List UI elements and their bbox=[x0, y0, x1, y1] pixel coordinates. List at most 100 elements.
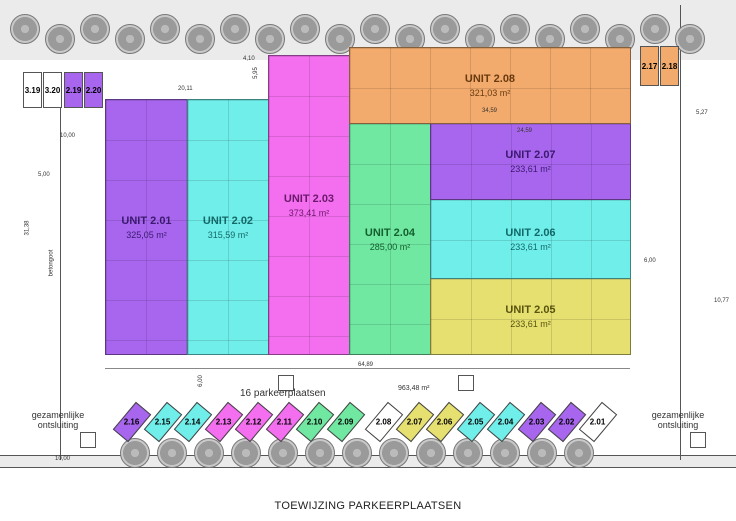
parking-slot-2-11[interactable]: 2.11 bbox=[265, 401, 304, 443]
site-boundary bbox=[60, 90, 61, 460]
tree-icon bbox=[490, 438, 520, 468]
slot-label: 2.08 bbox=[376, 417, 392, 427]
slot-label: 2.16 bbox=[124, 417, 140, 427]
dimension-label: 64,89 bbox=[358, 362, 374, 368]
slot-label: 2.02 bbox=[559, 417, 575, 427]
slot-label: 2.13 bbox=[215, 417, 232, 427]
unit-name: UNIT 2.06 bbox=[505, 226, 556, 239]
dimension-label: 20,11 bbox=[178, 86, 193, 92]
slot-label: 2.19 bbox=[65, 85, 82, 95]
parking-slot-2-08[interactable]: 2.08 bbox=[364, 401, 404, 443]
unit-name: UNIT 2.07 bbox=[505, 149, 556, 161]
parking-slot-3-20[interactable]: 3.20 bbox=[43, 72, 62, 108]
parking-slot-2-04[interactable]: 2.04 bbox=[486, 401, 526, 443]
slot-label: 2.18 bbox=[661, 61, 678, 71]
parking-slot-2-12[interactable]: 2.12 bbox=[234, 401, 274, 443]
unit-area: 233,61 m² bbox=[510, 241, 551, 252]
dimension-label: 5,95 bbox=[252, 67, 259, 79]
slot-label: 2.04 bbox=[498, 417, 514, 427]
page-title: TOEWIJZING PARKEERPLAATSEN bbox=[274, 500, 462, 512]
tree-icon bbox=[120, 438, 150, 468]
parking-slot-2-14[interactable]: 2.14 bbox=[173, 401, 213, 443]
parking-slot-2-10[interactable]: 2.10 bbox=[295, 401, 335, 443]
parking-slot-2-20[interactable]: 2.20 bbox=[84, 72, 103, 108]
parking-slot-2-13[interactable]: 2.13 bbox=[204, 401, 243, 443]
parking-slot-2-03[interactable]: 2.03 bbox=[517, 401, 556, 443]
tree-icon bbox=[10, 14, 40, 44]
dimension-label: 6,00 bbox=[644, 258, 656, 264]
tree-icon bbox=[231, 438, 261, 468]
unit-2-06[interactable]: UNIT 2.06 233,61 m² bbox=[430, 199, 631, 279]
tree-icon bbox=[453, 438, 483, 468]
parking-slot-2-05[interactable]: 2.05 bbox=[456, 401, 495, 443]
parking-slot-2-16[interactable]: 2.16 bbox=[112, 401, 152, 443]
tree-icon bbox=[675, 24, 705, 54]
parking-slot-2-18[interactable]: 2.18 bbox=[660, 46, 679, 86]
tree-icon bbox=[379, 438, 409, 468]
parking-slot-2-19[interactable]: 2.19 bbox=[64, 72, 83, 108]
tree-icon bbox=[268, 438, 298, 468]
slot-label: 2.12 bbox=[246, 417, 262, 427]
dimension-label: 10,77 bbox=[714, 298, 730, 304]
dimension-line bbox=[105, 368, 630, 369]
unit-name: UNIT 2.03 bbox=[283, 192, 335, 205]
unit-2-07[interactable]: UNIT 2.07 233,61 m² bbox=[430, 123, 631, 200]
dimension-label: 5,00 bbox=[38, 172, 50, 178]
tree-icon bbox=[360, 14, 390, 44]
parking-slot-2-06[interactable]: 2.06 bbox=[425, 401, 465, 443]
tree-icon bbox=[115, 24, 145, 54]
tree-icon bbox=[640, 14, 670, 44]
unit-area: 373,41 m² bbox=[288, 207, 330, 218]
tree-icon bbox=[150, 14, 180, 44]
slot-label: 2.06 bbox=[437, 417, 453, 427]
slot-label: 2.05 bbox=[467, 417, 484, 427]
total-area: 963,48 m² bbox=[398, 385, 430, 392]
tree-icon bbox=[290, 14, 320, 44]
slot-label: 2.15 bbox=[154, 417, 171, 427]
tree-icon bbox=[342, 438, 372, 468]
tree-icon bbox=[45, 24, 75, 54]
parking-slot-2-07[interactable]: 2.07 bbox=[395, 401, 434, 443]
unit-2-01[interactable]: UNIT 2.01 325,05 m² bbox=[105, 99, 188, 355]
dimension-label: 31,38 bbox=[24, 220, 31, 236]
unit-name: UNIT 2.01 bbox=[121, 214, 172, 227]
parking-slot-2-01[interactable]: 2.01 bbox=[578, 401, 617, 443]
parking-slot-3-19[interactable]: 3.19 bbox=[23, 72, 42, 108]
dimension-label: 4,10 bbox=[243, 56, 255, 62]
slot-label: 2.17 bbox=[641, 61, 658, 71]
tree-icon bbox=[305, 438, 335, 468]
dimension-label: 5,27 bbox=[696, 110, 708, 116]
road-edge bbox=[0, 467, 736, 468]
tree-icon bbox=[255, 24, 285, 54]
tree-icon bbox=[570, 14, 600, 44]
tree-icon bbox=[500, 14, 530, 44]
slot-label: 2.10 bbox=[307, 417, 323, 427]
parking-slot-2-02[interactable]: 2.02 bbox=[547, 401, 587, 443]
slot-label: 2.03 bbox=[528, 417, 545, 427]
access-label-right: gezamenlijke ontsluiting bbox=[651, 410, 705, 430]
slot-label: 3.19 bbox=[24, 85, 41, 95]
unit-area: 233,61 m² bbox=[510, 164, 551, 174]
entrance-arrow-icon bbox=[278, 375, 294, 391]
dimension-label: 10,00 bbox=[60, 133, 76, 139]
tree-icon bbox=[430, 14, 460, 44]
tree-icon bbox=[194, 438, 224, 468]
slot-label: 2.20 bbox=[85, 85, 102, 95]
parking-slot-2-15[interactable]: 2.15 bbox=[143, 401, 182, 443]
unit-area: 233,61 m² bbox=[510, 319, 551, 329]
entrance-arrow-icon bbox=[458, 375, 474, 391]
parking-slot-2-09[interactable]: 2.09 bbox=[326, 401, 365, 443]
tree-icon bbox=[157, 438, 187, 468]
dimension-label: 10,00 bbox=[55, 456, 71, 462]
access-arrow-icon bbox=[80, 432, 96, 448]
slot-label: 2.09 bbox=[337, 417, 354, 427]
unit-area: 325,05 m² bbox=[126, 229, 167, 240]
unit-2-03[interactable]: UNIT 2.03 373,41 m² bbox=[268, 55, 350, 355]
tree-icon bbox=[416, 438, 446, 468]
parking-slot-2-17[interactable]: 2.17 bbox=[640, 46, 659, 86]
slot-label: 3.20 bbox=[44, 85, 61, 95]
